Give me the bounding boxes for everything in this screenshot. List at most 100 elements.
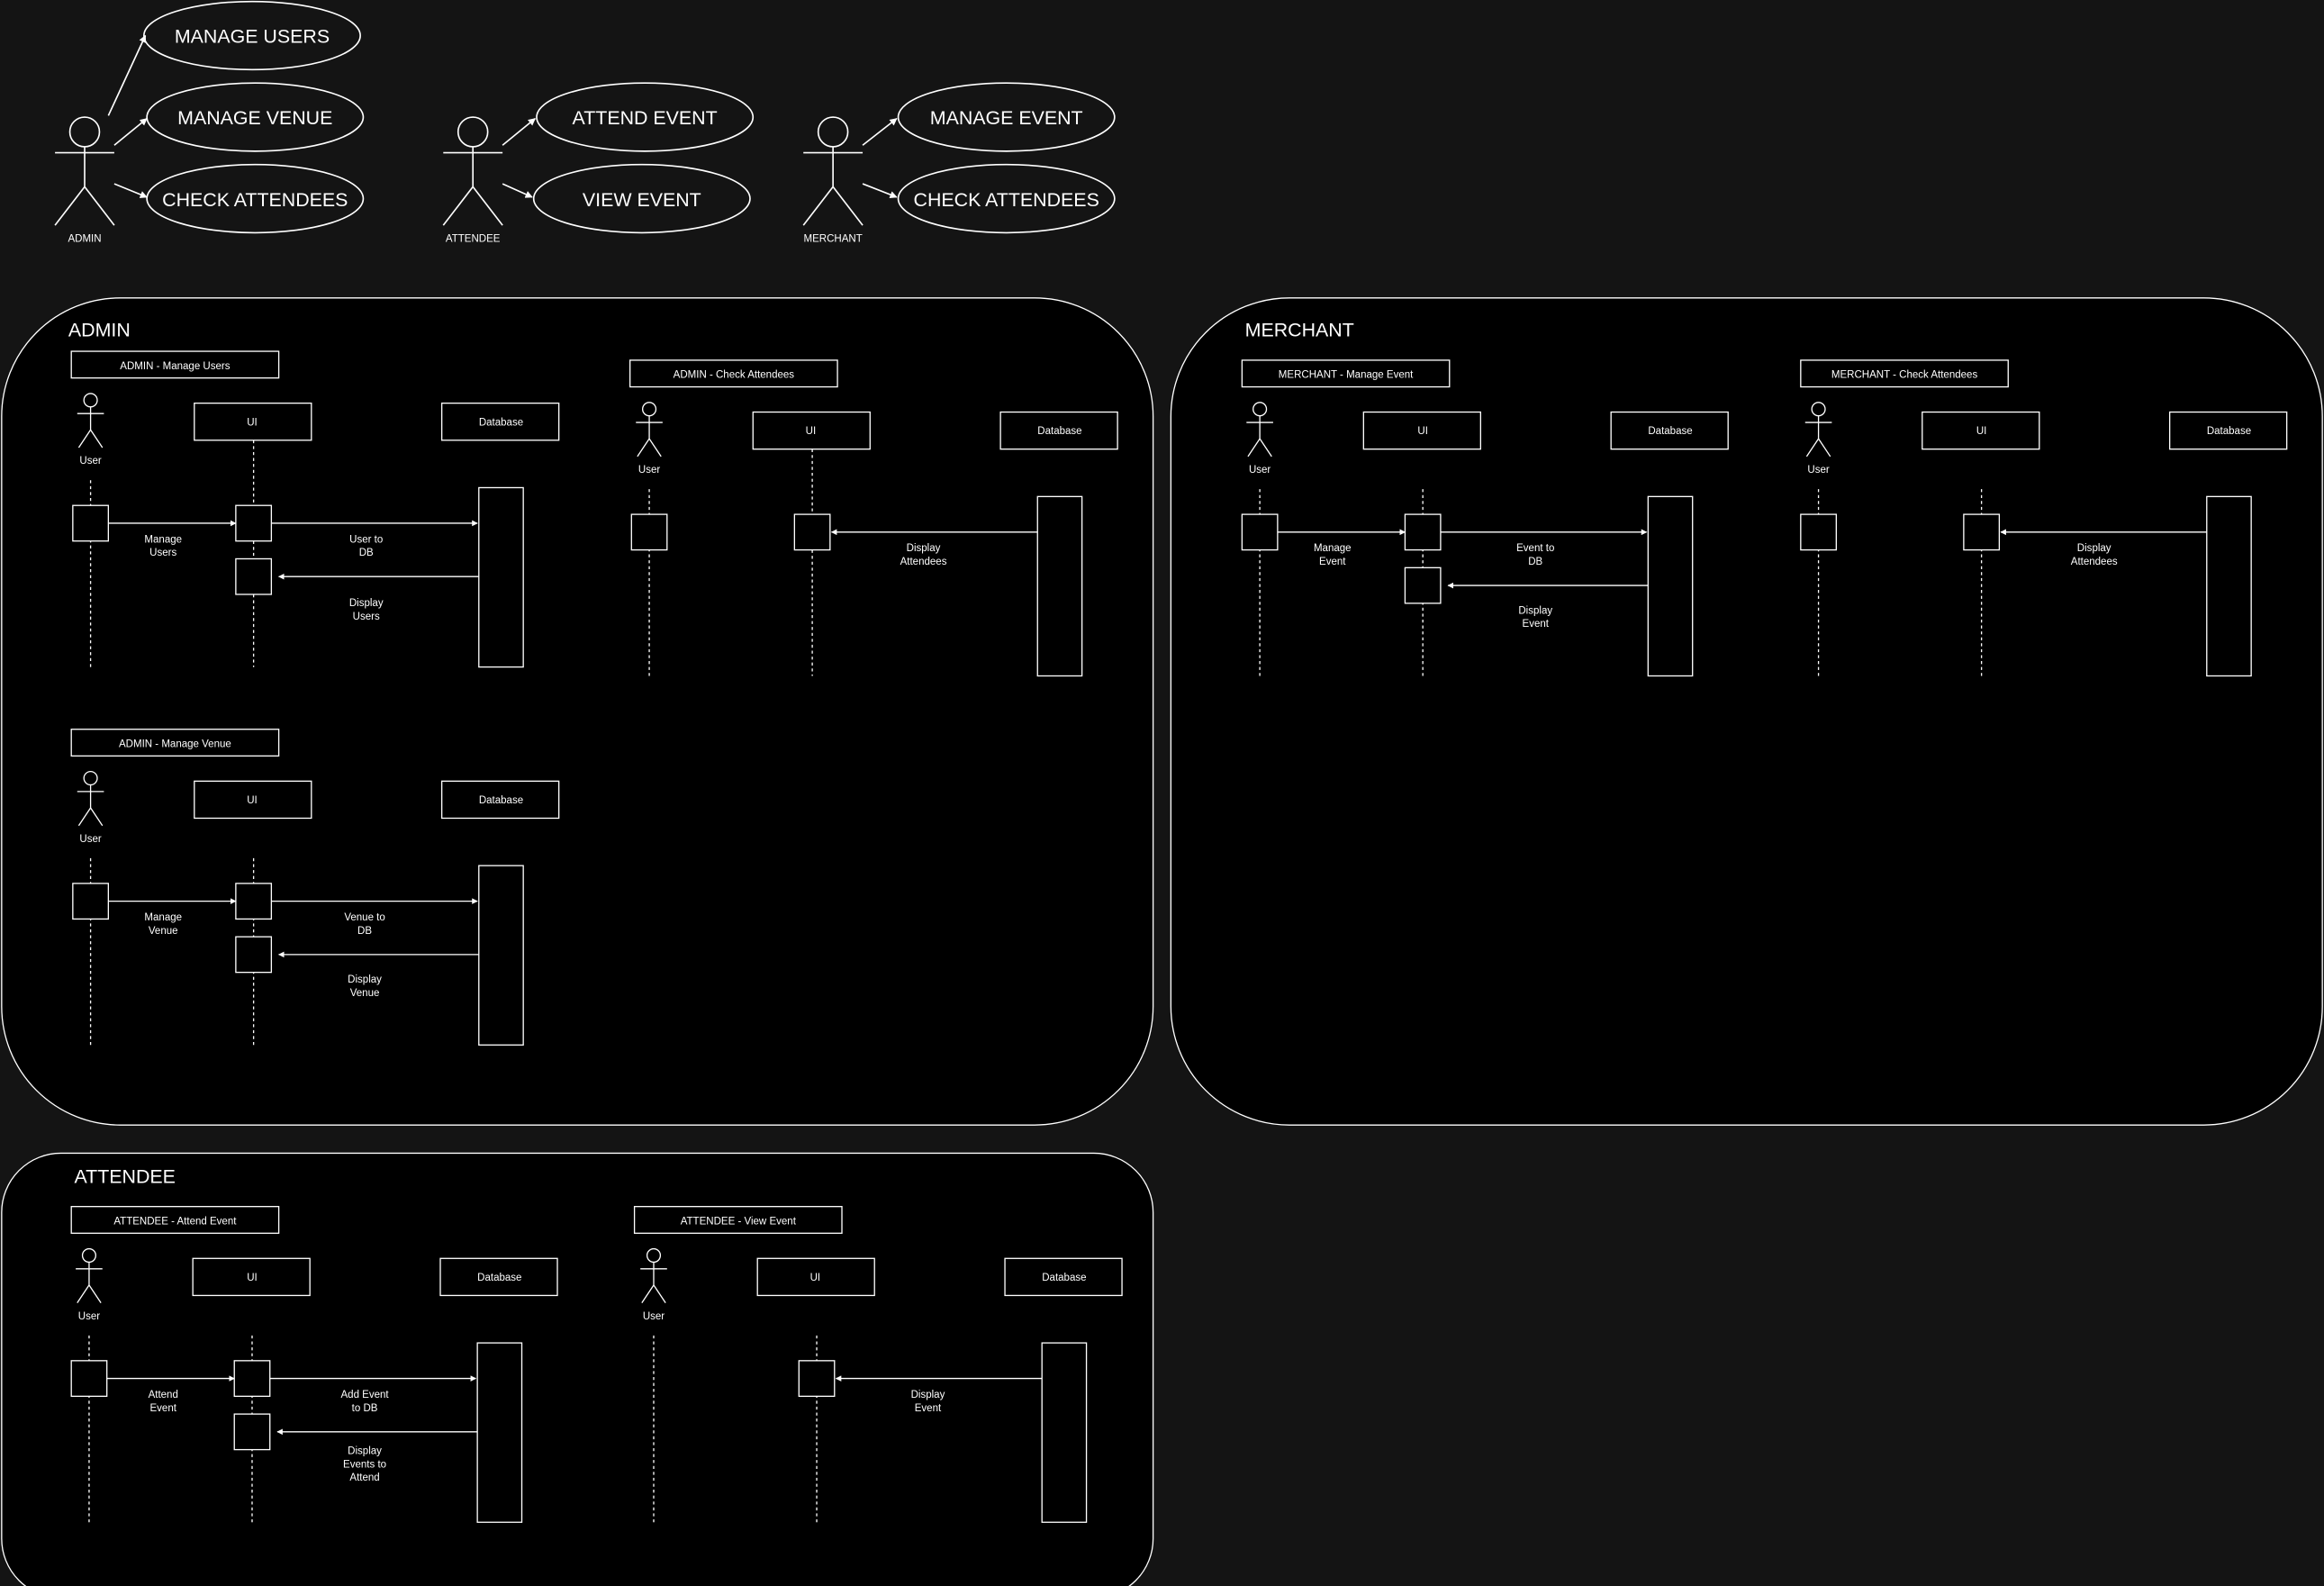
usecase-manage-event[interactable] <box>897 82 1116 152</box>
lifeline-database-box <box>440 780 560 820</box>
seq-admin-manage-users <box>70 350 560 668</box>
usecase-attend-event[interactable] <box>536 82 755 152</box>
panel-merchant-title: MERCHANT <box>1245 320 1354 341</box>
message-label: Add Event <box>340 1390 389 1400</box>
usecase-view-event[interactable] <box>532 163 751 234</box>
activation-ui <box>1963 513 2001 551</box>
activation-database <box>1041 1342 1088 1523</box>
lifeline-database-box <box>999 411 1118 450</box>
message-label: User to <box>349 534 383 545</box>
usecase-label: CHECK ATTENDEES <box>914 189 1099 211</box>
actor-user-label: User <box>79 834 101 845</box>
message-label: DB <box>1528 557 1542 567</box>
usecase-label: VIEW EVENT <box>583 189 701 211</box>
activation-user <box>630 513 668 551</box>
seq-title: MERCHANT - Manage Event <box>1279 370 1414 381</box>
ui-label: UI <box>1976 426 1987 437</box>
activation-user <box>1241 513 1279 551</box>
message-label: Event <box>915 1403 942 1414</box>
seq-title: ADMIN - Check Attendees <box>674 370 795 381</box>
activation-ui <box>1404 513 1442 551</box>
activation-database <box>2206 495 2252 677</box>
message-label: DB <box>359 548 374 558</box>
message-label: Display <box>911 1390 945 1400</box>
message-label: Event <box>1523 619 1550 630</box>
message-label: Event <box>1319 557 1346 567</box>
seq-title: ADMIN - Manage Users <box>120 361 230 372</box>
activation-database <box>478 486 524 668</box>
message-label: Display <box>1518 605 1552 616</box>
message-label: Attendees <box>900 557 947 567</box>
actor-user-label: User <box>79 456 101 467</box>
actor-user-label: User <box>1807 465 1829 476</box>
activation-ui <box>233 1413 271 1451</box>
seq-admin-manage-venue <box>70 729 560 1046</box>
user-actor-icon <box>1246 402 1273 458</box>
message-label: Event <box>150 1403 177 1414</box>
message-label: Venue <box>149 926 178 937</box>
seq-title-box <box>1241 359 1451 388</box>
lifeline-ui-box <box>1362 411 1482 450</box>
lifeline-database-box <box>440 402 560 441</box>
ui-label: UI <box>1417 426 1428 437</box>
message-label: Venue to <box>344 912 384 923</box>
lifeline-database-box <box>1610 411 1729 450</box>
usecase-label: ATTEND EVENT <box>573 107 718 129</box>
message-label: Users <box>149 548 176 558</box>
usecase-manage-venue[interactable] <box>146 82 365 152</box>
message-label: Display <box>2077 543 2111 554</box>
message-label: Display <box>348 974 382 985</box>
actor-user-label: User <box>1249 465 1271 476</box>
actor-merchant-icon <box>802 116 864 226</box>
lifeline-ui-box <box>756 1257 875 1297</box>
user-actor-icon <box>77 770 104 827</box>
panel-admin <box>1 297 1154 1126</box>
lifeline-database-box <box>2168 411 2288 450</box>
seq-title-box <box>1800 359 2009 388</box>
lifeline-database-box <box>1004 1257 1123 1297</box>
message-label: Attend <box>149 1390 178 1400</box>
lifeline-ui-box <box>752 411 871 450</box>
activation-ui <box>798 1360 836 1397</box>
activation-database <box>1036 495 1083 677</box>
activation-ui <box>235 883 273 920</box>
activation-ui <box>793 513 831 551</box>
activation-ui <box>235 936 273 974</box>
actor-admin-label: ADMIN <box>68 233 101 244</box>
actor-admin-icon <box>54 116 115 226</box>
lifeline-database-box <box>439 1257 558 1297</box>
seq-attendee-attend-event <box>70 1206 558 1523</box>
panel-admin-title: ADMIN <box>68 320 131 341</box>
lifeline-ui-box <box>192 1257 311 1297</box>
activation-user <box>1800 513 1837 551</box>
user-actor-icon <box>76 1247 103 1304</box>
ui-label: UI <box>810 1273 821 1283</box>
seq-title-box <box>70 1206 280 1234</box>
usecase-label: MANAGE EVENT <box>930 107 1083 129</box>
seq-title: ATTENDEE - View Event <box>681 1216 797 1227</box>
message-label: Manage <box>144 912 182 923</box>
activation-database <box>476 1342 523 1523</box>
usecase-label: MANAGE VENUE <box>177 107 332 129</box>
usecase-merchant <box>802 82 1116 234</box>
lifeline-ui-box <box>194 402 312 441</box>
seq-admin-check-attendees <box>629 359 1118 677</box>
actor-user-label: User <box>78 1311 100 1322</box>
panel-attendee <box>1 1152 1154 1586</box>
panel-attendee-title: ATTENDEE <box>74 1165 175 1187</box>
usecase-label: CHECK ATTENDEES <box>162 189 348 211</box>
usecase-admin <box>54 0 365 234</box>
database-label: Database <box>1648 426 1692 437</box>
actor-user-label: User <box>638 465 660 476</box>
ui-label: UI <box>247 1273 258 1283</box>
message-label: Venue <box>350 988 380 999</box>
user-actor-icon <box>77 393 104 449</box>
message-label: Display <box>348 1446 382 1457</box>
usecase-check-attendees-admin[interactable] <box>146 163 365 234</box>
usecase-check-attendees-merchant[interactable] <box>897 163 1116 234</box>
lifeline-ui-box <box>194 780 312 820</box>
seq-title: ADMIN - Manage Venue <box>119 739 231 749</box>
message-label: Attend <box>349 1473 379 1483</box>
seq-title-box <box>70 729 280 757</box>
user-actor-icon <box>636 402 663 458</box>
